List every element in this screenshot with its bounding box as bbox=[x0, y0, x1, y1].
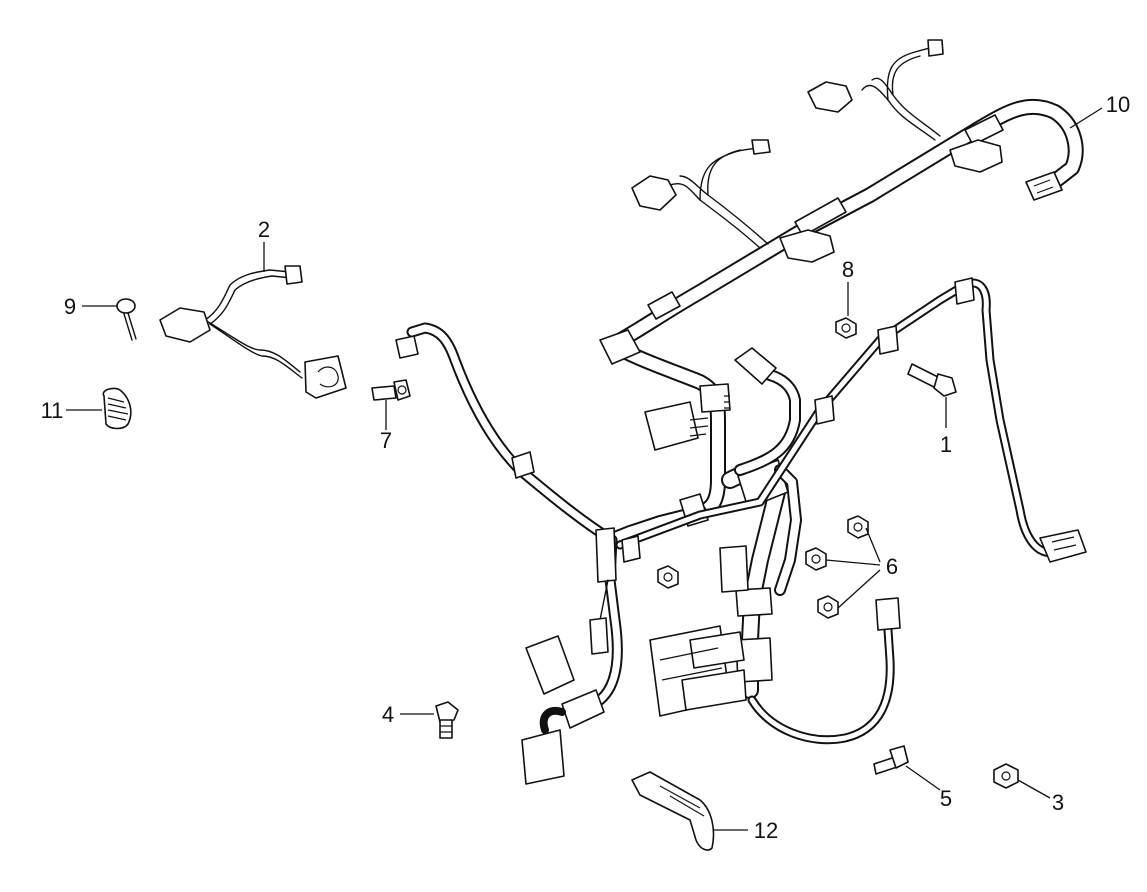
bolt-1 bbox=[907, 363, 957, 397]
callout-2: 2 bbox=[258, 217, 270, 272]
callout-6: 6 bbox=[825, 527, 898, 609]
sensor-sub-harness-2 bbox=[159, 265, 347, 399]
callout-9-label: 9 bbox=[64, 294, 76, 319]
callout-2-label: 2 bbox=[258, 217, 270, 242]
callout-12: 12 bbox=[714, 818, 778, 843]
callout-9: 9 bbox=[64, 294, 117, 319]
callout-3: 3 bbox=[1017, 779, 1064, 815]
callout-10-label: 10 bbox=[1106, 92, 1130, 117]
callout-4-label: 4 bbox=[382, 702, 394, 727]
nut-8 bbox=[835, 317, 857, 339]
callout-10: 10 bbox=[1069, 92, 1130, 129]
callout-5: 5 bbox=[905, 765, 952, 811]
callout-7-label: 7 bbox=[380, 428, 392, 453]
callout-7: 7 bbox=[380, 400, 392, 453]
left-harness-branch bbox=[395, 322, 623, 785]
engine-harness bbox=[599, 329, 901, 745]
callout-8: 8 bbox=[842, 257, 854, 316]
callouts: 1 2 3 4 5 6 7 8 bbox=[41, 92, 1131, 843]
bracket-12 bbox=[631, 771, 715, 851]
callout-8-label: 8 bbox=[842, 257, 854, 282]
callout-6-label: 6 bbox=[886, 554, 898, 579]
callout-12-label: 12 bbox=[754, 818, 778, 843]
callout-1: 1 bbox=[940, 397, 952, 457]
callout-5-label: 5 bbox=[940, 786, 952, 811]
bolt-7 bbox=[371, 379, 411, 401]
cable-tie-9 bbox=[116, 298, 137, 341]
right-harness-branch bbox=[615, 277, 1087, 563]
callout-11: 11 bbox=[41, 398, 102, 423]
bolt-4 bbox=[435, 701, 459, 739]
nut-3 bbox=[993, 763, 1019, 789]
callout-3-label: 3 bbox=[1052, 790, 1064, 815]
callout-1-label: 1 bbox=[940, 432, 952, 457]
callout-4: 4 bbox=[382, 702, 434, 727]
bolt-5 bbox=[873, 745, 909, 775]
main-harness bbox=[604, 39, 1084, 353]
callout-11-label: 11 bbox=[41, 398, 64, 423]
clamp-11 bbox=[102, 387, 132, 430]
nuts-6 bbox=[657, 515, 869, 619]
